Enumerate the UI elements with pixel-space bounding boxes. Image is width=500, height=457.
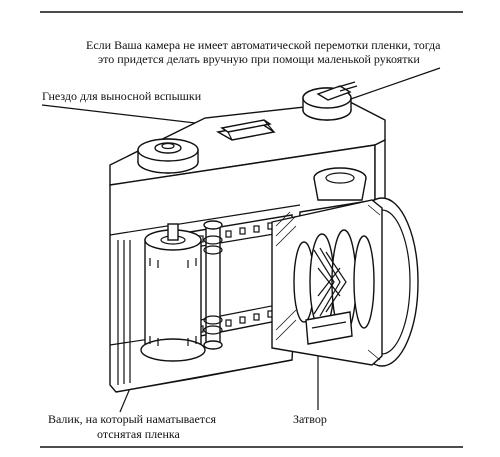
rewind-knob-icon [302,81,358,121]
flash-socket-label: Гнездо для выносной вспышки [42,89,202,103]
rewind-note-line2: это придется делать вручную при помощи м… [98,52,420,66]
takeup-spool-icon [140,223,206,362]
shutter-label: Затвор [293,412,327,426]
lens-cutaway-icon [271,167,419,367]
sprocket-shaft-icon [203,220,223,350]
film-advance-dial-icon [137,138,199,174]
flash-hot-shoe-icon [215,119,276,141]
shutter-blades-icon [313,247,347,317]
takeup-spool-label-line2: отснятая пленка [97,427,181,441]
takeup-spool-label-line1: Валик, на который наматывается [48,412,217,426]
rewind-leader-line [347,67,441,101]
rewind-note-line1: Если Ваша камера не имеет автоматической… [86,38,441,52]
